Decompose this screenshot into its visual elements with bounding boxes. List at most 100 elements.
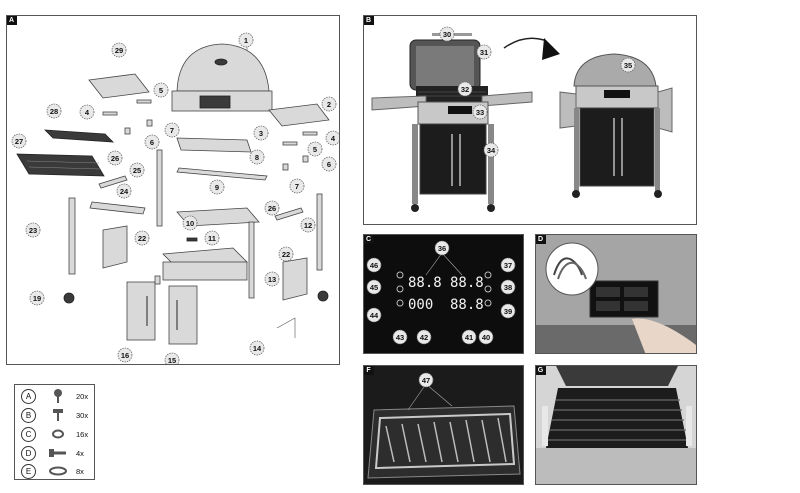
svg-text:40: 40 xyxy=(482,333,490,342)
svg-text:4: 4 xyxy=(85,108,90,117)
callout-38: 38 xyxy=(500,279,516,295)
callout-13: 13 xyxy=(264,271,280,287)
svg-text:28: 28 xyxy=(50,107,58,116)
svg-text:4: 4 xyxy=(331,134,336,143)
bracket-5-right-part xyxy=(282,141,298,146)
svg-text:3: 3 xyxy=(259,129,263,138)
panel-d-probe-photo: D xyxy=(535,234,697,354)
svg-text:22: 22 xyxy=(282,250,290,259)
svg-text:19: 19 xyxy=(33,294,41,303)
panel-b-tag: B xyxy=(364,16,374,25)
callout-37: 37 xyxy=(500,257,516,273)
base-panel-part xyxy=(162,247,248,281)
clip-6-left-part xyxy=(124,127,131,135)
svg-text:37: 37 xyxy=(504,261,512,270)
callout-33: 33 xyxy=(472,104,488,120)
svg-text:15: 15 xyxy=(168,356,176,365)
callout-44: 44 xyxy=(366,307,382,323)
washer-icon xyxy=(52,429,64,439)
callout-30: 30 xyxy=(439,26,455,42)
callout-26-right: 26 xyxy=(264,200,280,216)
svg-text:30: 30 xyxy=(443,30,451,39)
svg-text:25: 25 xyxy=(133,166,141,175)
side-shelf-left-part xyxy=(88,73,150,99)
svg-text:26: 26 xyxy=(111,154,119,163)
callout-27: 27 xyxy=(11,133,27,149)
display-bottom-left: 000 xyxy=(408,297,433,313)
svg-text:12: 12 xyxy=(304,221,312,230)
svg-text:34: 34 xyxy=(487,146,496,155)
side-shelf-right-part xyxy=(268,103,330,127)
side-panel-22-right-part xyxy=(282,257,308,301)
callout-4-left: 4 xyxy=(79,104,95,120)
panel-a-tag: A xyxy=(7,16,17,25)
grill-closed-lid xyxy=(559,53,673,198)
hardware-row-a: A 20x xyxy=(21,387,88,405)
hardware-count: 16x xyxy=(76,429,89,439)
svg-text:22: 22 xyxy=(138,234,146,243)
hardware-row-e: E 8x xyxy=(21,462,84,479)
svg-text:6: 6 xyxy=(327,160,331,169)
svg-text:39: 39 xyxy=(504,307,512,316)
svg-text:35: 35 xyxy=(624,61,632,70)
probe-button-icon xyxy=(484,271,492,279)
svg-text:26: 26 xyxy=(268,204,276,213)
bracket-4-left-part xyxy=(102,111,118,116)
svg-text:38: 38 xyxy=(504,283,512,292)
screw-icon xyxy=(53,409,63,421)
display-bottom-right: 88.8 xyxy=(450,297,484,313)
hardware-letter: A xyxy=(21,388,36,404)
callout-3: 3 xyxy=(253,125,269,141)
hardware-count: 20x xyxy=(76,391,89,401)
hardware-letter: E xyxy=(21,463,36,479)
callout-14: 14 xyxy=(249,340,265,356)
svg-text:13: 13 xyxy=(268,275,276,284)
callout-28: 28 xyxy=(46,103,62,119)
panel-b-assembled-view: B xyxy=(363,15,697,225)
callout-42: 42 xyxy=(416,329,432,345)
display-top-right: 88.8 xyxy=(450,275,484,291)
leg-25-part xyxy=(156,149,163,227)
timer-button-icon xyxy=(396,271,404,279)
panel-g-tag: G xyxy=(536,366,546,375)
callout-7-right: 7 xyxy=(289,178,305,194)
callout-24: 24 xyxy=(116,183,132,199)
down-button-icon xyxy=(484,299,492,307)
hand xyxy=(632,318,696,353)
callout-5-right: 5 xyxy=(307,141,323,157)
callout-19: 19 xyxy=(29,290,45,306)
callout-45: 45 xyxy=(366,279,382,295)
side-panel-22-left-part xyxy=(102,225,128,269)
door-16-part xyxy=(126,281,156,341)
door-15-part xyxy=(168,285,198,345)
clip-7-left-part xyxy=(146,119,153,127)
cooking-grate-part xyxy=(16,153,105,177)
grill-open-lid xyxy=(371,33,533,212)
brace-26-left-part xyxy=(98,175,128,189)
panel-a-exploded-view: A xyxy=(6,15,340,365)
svg-text:2: 2 xyxy=(327,100,331,109)
callout-11: 11 xyxy=(204,230,220,246)
svg-text:24: 24 xyxy=(120,187,129,196)
hardware-count: 4x xyxy=(76,448,84,458)
bolt-icon xyxy=(54,389,62,403)
light-button-icon xyxy=(396,285,404,293)
svg-text:27: 27 xyxy=(15,137,23,146)
svg-text:42: 42 xyxy=(420,333,428,342)
brace-26-right-part xyxy=(274,207,304,221)
leg-13-part xyxy=(248,221,255,299)
panel-g-cooking-chamber: G xyxy=(535,365,697,485)
probe-zoom-circle xyxy=(545,242,599,296)
leg-12-part xyxy=(316,193,323,271)
flat-washer-icon xyxy=(49,466,67,476)
callout-22-left: 22 xyxy=(134,230,150,246)
svg-text:29: 29 xyxy=(115,46,123,55)
svg-text:23: 23 xyxy=(29,226,37,235)
exploded-diagram: 1 2 3 4 5 6 7 8 9 10 11 12 13 14 15 16 1… xyxy=(11,32,339,365)
assembled-grill-photos: 30 31 32 33 34 35 xyxy=(371,26,673,212)
wheel-left-part xyxy=(63,292,75,304)
svg-text:32: 32 xyxy=(461,85,469,94)
hardware-letter: B xyxy=(21,407,36,423)
panel-c-control-display: C 88.8 88.8 000 88.8 36 37 38 39 40 41 4… xyxy=(363,234,524,354)
hardware-row-c: C 16x xyxy=(21,425,88,443)
